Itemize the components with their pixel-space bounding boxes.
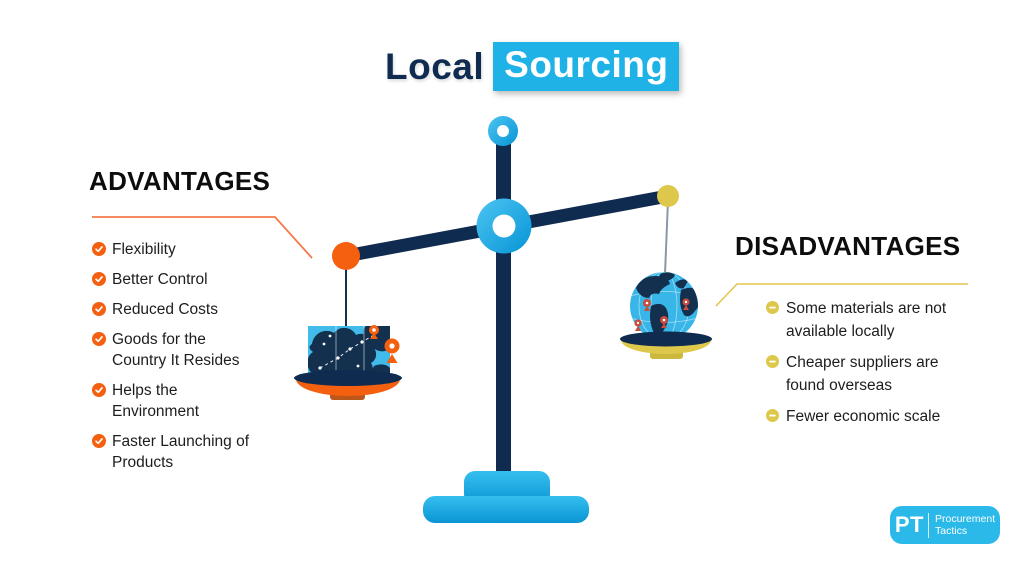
- advantage-item: Flexibility: [92, 239, 249, 260]
- title-word-local: Local: [385, 45, 485, 87]
- advantage-item: Reduced Costs: [92, 299, 249, 320]
- advantages-section: ADVANTAGES: [89, 166, 270, 197]
- logo-name: Procurement Tactics: [935, 513, 995, 537]
- beam-right-ball: [657, 185, 679, 207]
- advantage-label: Goods for the Country It Resides: [112, 331, 240, 369]
- disadvantages-heading: DISADVANTAGES: [735, 231, 961, 261]
- advantage-label: Flexibility: [112, 241, 176, 258]
- check-icon: [92, 434, 106, 448]
- check-icon: [92, 332, 106, 346]
- advantage-label: Reduced Costs: [112, 301, 218, 318]
- check-icon: [92, 383, 106, 397]
- advantages-underline: [92, 216, 313, 259]
- check-icon: [92, 302, 106, 316]
- advantages-list: Flexibility Better Control: [92, 239, 249, 482]
- scale-base: [423, 471, 589, 523]
- logo-name-line2: Tactics: [935, 525, 968, 537]
- logo-name-line1: Procurement: [935, 513, 996, 525]
- logo-abbr: PT: [894, 512, 924, 537]
- disadvantage-item: Some materials are not available locally: [766, 297, 946, 343]
- disadvantage-label: Some materials are not available locally: [786, 300, 947, 340]
- disadvantages-list: Some materials are not available locally…: [766, 297, 946, 436]
- disadvantage-item: Cheaper suppliers are found overseas: [766, 351, 946, 397]
- left-pan: [294, 325, 402, 400]
- minus-icon: [766, 355, 779, 368]
- disadvantages-underline: [715, 283, 968, 307]
- advantage-label: Faster Launching of Products: [112, 433, 250, 471]
- minus-icon: [766, 301, 779, 314]
- advantage-item: Goods for the Country It Resides: [92, 329, 249, 371]
- advantage-item: Faster Launching of Products: [92, 431, 249, 473]
- advantages-heading: ADVANTAGES: [89, 166, 271, 196]
- disadvantages-section: DISADVANTAGES: [735, 231, 960, 262]
- title-word-sourcing: Sourcing: [493, 42, 680, 91]
- scale-top-ring: [488, 116, 518, 146]
- procurement-tactics-logo: PT Procurement Tactics: [890, 506, 1000, 544]
- advantage-label: Better Control: [112, 271, 208, 288]
- disadvantage-item: Fewer economic scale: [766, 405, 946, 428]
- advantage-item: Better Control: [92, 269, 249, 290]
- location-pin-icon: [369, 325, 379, 339]
- left-pan-plate: [294, 370, 402, 400]
- check-icon: [92, 272, 106, 286]
- right-pan: [620, 272, 712, 359]
- scale-pivot: [476, 198, 532, 254]
- beam-left-ball: [332, 242, 360, 270]
- logo-divider: [928, 512, 929, 538]
- page-title: Local Sourcing: [385, 42, 680, 91]
- right-pan-plate: [620, 331, 712, 359]
- globe-illustration: [630, 272, 698, 340]
- scale-pole: [496, 131, 511, 479]
- check-icon: [92, 242, 106, 256]
- minus-icon: [766, 409, 779, 422]
- disadvantage-label: Cheaper suppliers are found overseas: [786, 354, 939, 394]
- advantage-label: Helps the Environment: [112, 382, 200, 420]
- location-pin-icon: [384, 338, 400, 363]
- right-pan-string: [664, 199, 669, 275]
- advantage-item: Helps the Environment: [92, 380, 249, 422]
- disadvantage-label: Fewer economic scale: [786, 408, 941, 425]
